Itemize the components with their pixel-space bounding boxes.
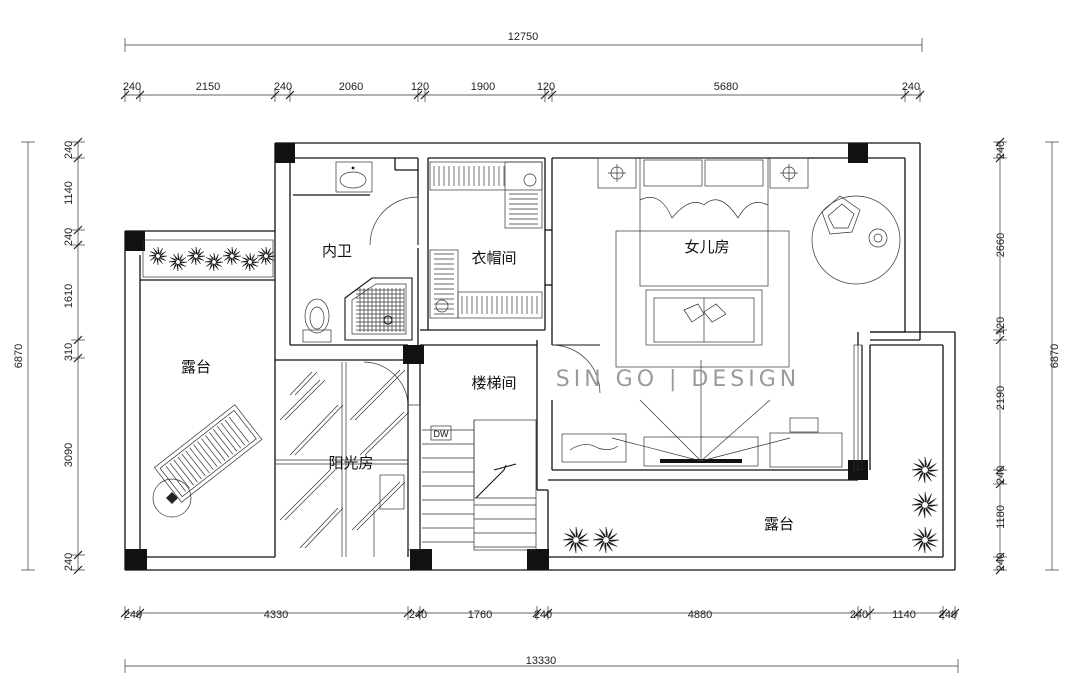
dim-top-seg: 240 <box>902 81 920 93</box>
dim-bottom-total-label: 13330 <box>526 655 557 667</box>
room-label-terrace-right: 露台 <box>764 515 794 533</box>
dim-left-seg: 240 <box>63 141 75 159</box>
dim-right-seg: 1180 <box>995 505 1007 529</box>
dim-top-seg: 120 <box>537 81 555 93</box>
dim-right-seg: 240 <box>995 553 1007 571</box>
dim-left-seg: 3090 <box>63 443 75 467</box>
dim-left-seg: 240 <box>63 228 75 246</box>
dim-top-seg: 2060 <box>339 81 363 93</box>
side-cabinet-icon <box>561 433 627 463</box>
sunroom-glass-icon <box>275 361 410 557</box>
sofa-icon <box>645 289 763 346</box>
bed-icon <box>597 157 809 287</box>
dim-right-seg: 120 <box>995 317 1007 335</box>
dimension-bottom-total: 13330 <box>124 655 959 673</box>
dim-bottom-seg: 1760 <box>468 609 492 621</box>
dim-left-total-label: 6870 <box>13 344 25 368</box>
room-door-icon <box>551 344 601 394</box>
stairs-icon <box>407 404 537 551</box>
dim-bottom-seg: 4330 <box>264 609 288 621</box>
columns <box>125 143 868 570</box>
room-label-terrace-left: 露台 <box>181 358 211 376</box>
dim-right-seg: 2190 <box>995 386 1007 410</box>
dim-left-seg: 310 <box>63 343 75 361</box>
room-label-bathroom: 内卫 <box>322 242 352 260</box>
bathroom-door-icon <box>369 195 419 246</box>
sink-icon <box>335 161 373 193</box>
dim-left-seg: 1610 <box>63 284 75 308</box>
room-label-sunroom: 阳光房 <box>328 454 373 472</box>
room-label-stairwell: 楼梯间 <box>471 374 516 392</box>
rug-icon <box>615 230 790 368</box>
dimension-right: 240 2660 120 2190 240 1180 240 6870 <box>993 137 1061 575</box>
dim-right-seg: 2660 <box>995 233 1007 257</box>
dw-box <box>430 425 452 441</box>
planter-left-icon <box>142 239 274 278</box>
dim-top-seg: 240 <box>123 81 141 93</box>
dimension-bottom-segments: 240 4330 240 1760 240 4880 240 1140 240 <box>120 606 960 621</box>
dim-bottom-seg: 240 <box>124 609 142 621</box>
dim-right-seg: 240 <box>995 141 1007 159</box>
dimension-left: 6870 240 1140 240 1610 310 3090 240 <box>13 137 85 575</box>
dim-top-total-label: 12750 <box>508 31 539 43</box>
dim-top-seg: 120 <box>411 81 429 93</box>
dim-top-seg: 2150 <box>196 81 220 93</box>
dim-bottom-seg: 240 <box>850 609 868 621</box>
dim-right-total-label: 6870 <box>1049 344 1061 368</box>
dim-bottom-seg: 4880 <box>688 609 712 621</box>
desk-icon <box>769 417 843 468</box>
dim-right-seg: 240 <box>995 466 1007 484</box>
dim-top-seg: 240 <box>274 81 292 93</box>
lounge-chair-icon <box>153 404 263 503</box>
stool-icon <box>152 478 192 518</box>
dim-bottom-seg: 240 <box>409 609 427 621</box>
walls <box>124 142 956 571</box>
dim-bottom-seg: 240 <box>939 609 957 621</box>
dim-left-seg: 240 <box>63 553 75 571</box>
watermark: SIN GO | DESIGN <box>556 367 800 392</box>
dimension-top-segments: 240 2150 240 2060 120 1900 120 5680 240 <box>120 81 925 102</box>
dimension-top-total: 12750 <box>124 31 923 52</box>
window-right-icon <box>853 344 863 471</box>
shower-icon <box>344 277 413 341</box>
plant-icon <box>148 246 939 554</box>
dw-label: DW <box>434 429 449 439</box>
room-label-cloakroom: 衣帽间 <box>471 249 516 267</box>
dim-left-seg: 1140 <box>63 181 75 205</box>
toilet-icon <box>302 298 332 343</box>
dim-top-seg: 1900 <box>471 81 495 93</box>
dim-bottom-seg: 240 <box>534 609 552 621</box>
room-label-daughter-room: 女儿房 <box>684 238 729 256</box>
wardrobe-shelves-icon <box>429 161 552 319</box>
dim-top-seg: 5680 <box>714 81 738 93</box>
tv-cabinet-icon <box>611 360 791 467</box>
round-table-icon <box>811 195 901 285</box>
dim-bottom-seg: 1140 <box>892 609 916 621</box>
